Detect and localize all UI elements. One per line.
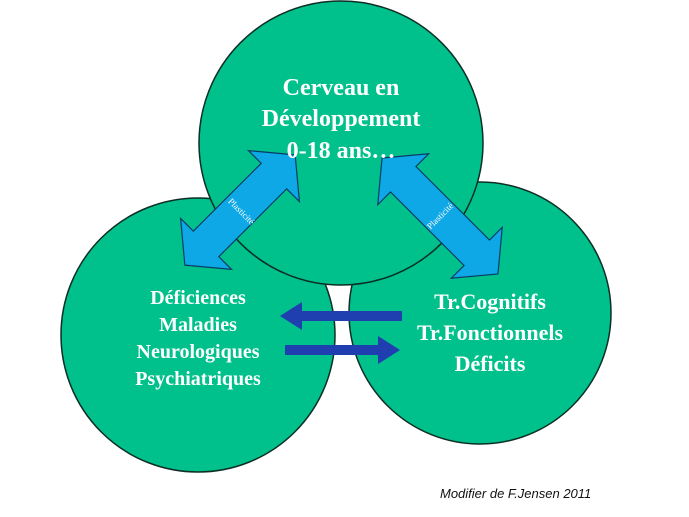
connector-arrow-left [280, 302, 402, 330]
left-circle-line-3: Neurologiques [137, 341, 260, 363]
right-circle-line-1: Tr.Cognitifs [434, 289, 546, 314]
top-circle-line-2: Développement [262, 106, 421, 132]
left-circle-line-1: Déficiences [150, 287, 246, 309]
left-circle-line-4: Psychiatriques [135, 368, 261, 390]
top-circle-line-3: 0-18 ans… [287, 138, 396, 164]
top-circle-line-1: Cerveau en [283, 75, 400, 101]
plasticity-arrow-left: Plasticité [179, 149, 301, 271]
plasticity-arrow-right: Plasticité [377, 153, 503, 279]
connector-arrow-right [285, 336, 400, 364]
right-circle-line-2: Tr.Fonctionnels [417, 320, 564, 345]
credit-caption: Modifier de F.Jensen 2011 [440, 486, 592, 501]
right-circle-line-3: Déficits [455, 351, 526, 376]
left-circle-line-2: Maladies [159, 314, 237, 336]
circle-left [60, 197, 336, 473]
